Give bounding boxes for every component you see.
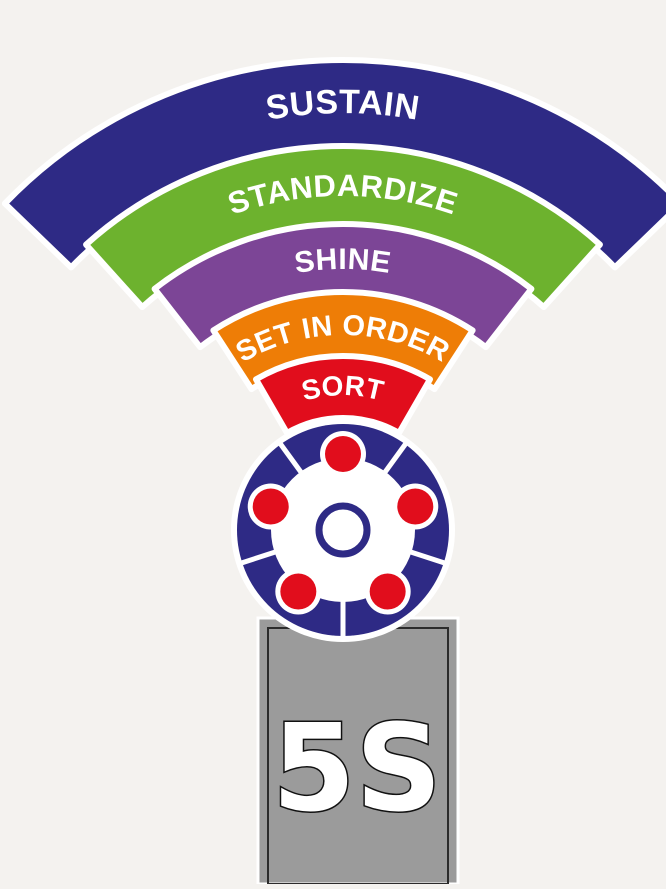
hub-center-ring <box>315 502 371 558</box>
hub-dot <box>397 488 434 525</box>
hub-spoke <box>239 549 278 566</box>
hub-spoke <box>408 549 447 566</box>
hub-dot <box>280 573 317 610</box>
hub-dot <box>369 573 406 610</box>
hub-spoke <box>382 441 409 475</box>
layer-label-shine: SHINE <box>292 243 393 280</box>
hub-spoke <box>277 441 304 475</box>
badge-label: 5S <box>272 700 442 839</box>
badge-plate <box>256 616 460 886</box>
hub-dot <box>252 488 289 525</box>
layer-label-sort: SORT <box>299 370 388 407</box>
five-s-badge: 5S <box>256 616 460 886</box>
hub-gear <box>231 418 455 642</box>
hub-dot <box>325 436 361 472</box>
